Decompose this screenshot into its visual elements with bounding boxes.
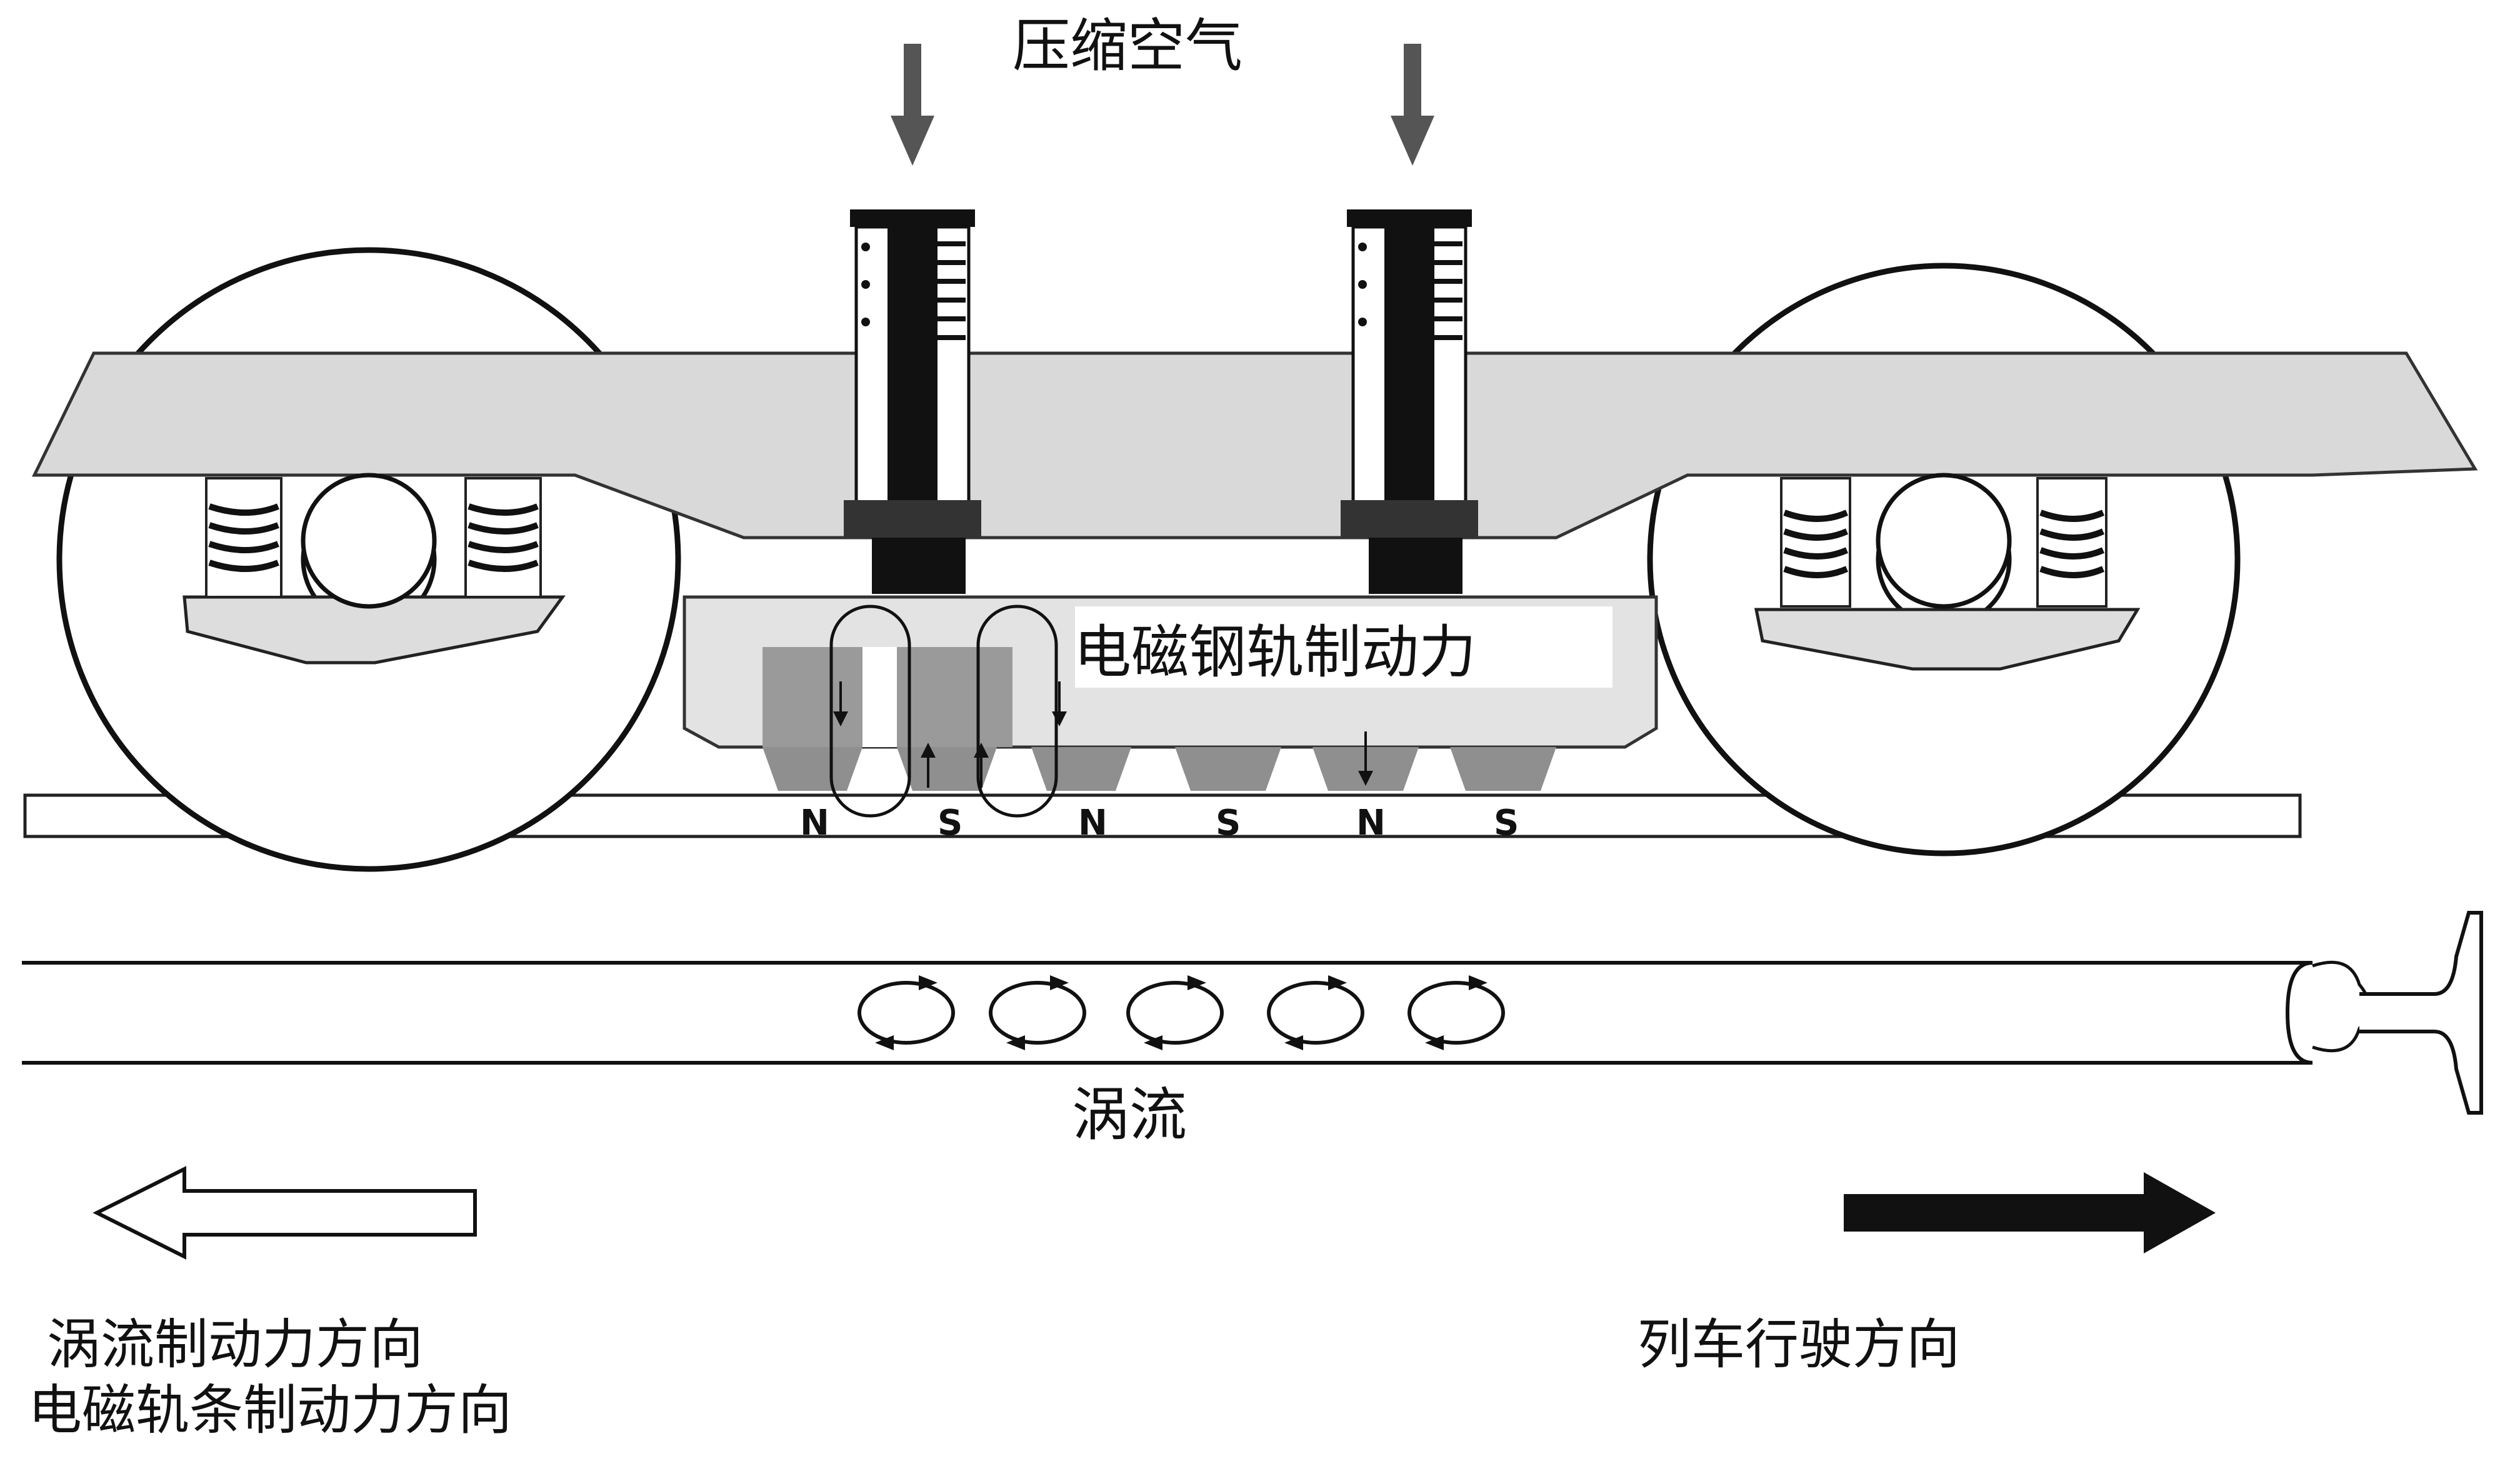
electromagnetic-rail-braking-force-label: 电磁钢轨制动力 — [1074, 619, 1476, 686]
pole-label: N — [800, 803, 829, 843]
air-arrow-left — [891, 44, 934, 166]
magnet-brake-unit — [682, 595, 1658, 818]
eddy-loop — [1126, 981, 1224, 1045]
right-axlebox — [1754, 473, 2141, 671]
eddy-loop — [858, 981, 955, 1045]
eddy-loop — [1267, 981, 1364, 1045]
braking-direction-arrow — [92, 1166, 477, 1260]
magnet-pole-shoes — [762, 747, 1556, 791]
eddy-current-label: 涡流 — [1072, 1082, 1187, 1148]
pole-label: N — [1078, 803, 1108, 843]
eddy-current-loops — [858, 981, 1505, 1045]
eddy-loop — [1408, 981, 1505, 1045]
eddy-arrowheads — [875, 975, 1488, 1050]
bogie-frame — [32, 351, 2478, 540]
em-rail-braking-direction-label: 电磁轨条制动力方向 — [28, 1379, 512, 1442]
left-axlebox — [182, 473, 566, 665]
pole-label: S — [938, 803, 962, 843]
pole-label: N — [1356, 803, 1386, 843]
pole-labels: N S N S N S — [800, 803, 1519, 843]
train-direction-arrow — [1844, 1172, 2216, 1253]
eddy-loop — [989, 981, 1086, 1045]
right-cylinder — [1341, 209, 1478, 594]
train-direction-label: 列车行驶方向 — [1638, 1313, 1960, 1376]
pole-label: S — [1494, 803, 1519, 843]
compressed-air-label: 压缩空气 — [1012, 13, 1242, 79]
rail-side-view — [22, 911, 2483, 1115]
rail-profile-icon — [2359, 911, 2483, 1115]
pole-label: S — [1216, 803, 1241, 843]
left-cylinder — [844, 209, 981, 594]
eddy-braking-direction-label: 涡流制动力方向 — [47, 1313, 423, 1376]
air-arrow-right — [1391, 44, 1434, 166]
